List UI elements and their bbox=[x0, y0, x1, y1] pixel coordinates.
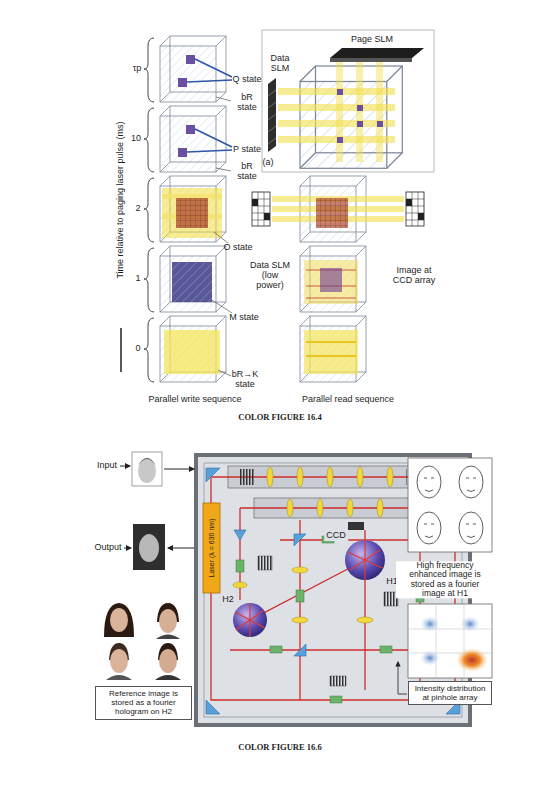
figure-caption: COLOR FIGURE 16.6 bbox=[238, 743, 321, 752]
slm-label: Data SLM bbox=[263, 54, 297, 74]
panel-letter: (a) bbox=[263, 158, 274, 168]
box-text: Reference image is stored as a fourier h… bbox=[99, 689, 188, 717]
component-label: H2 bbox=[220, 595, 236, 605]
tick-label: 1 bbox=[135, 274, 140, 284]
axis-title: Time relative to paging laser pulse (ms) bbox=[116, 121, 126, 278]
tick-label: 0 bbox=[135, 344, 140, 354]
state-label: Q state bbox=[232, 75, 262, 85]
state-label: bR state bbox=[232, 93, 262, 113]
state-label: bR→K state bbox=[230, 370, 260, 390]
ccd-label: Image at CCD array bbox=[391, 266, 437, 286]
io-label: Input bbox=[97, 461, 117, 471]
sequence-label: Parallel read sequence bbox=[302, 395, 394, 405]
annotation: High frequency enhanced image is stored … bbox=[396, 561, 494, 598]
note-box: Intensity distribution at pinhole array bbox=[408, 681, 492, 705]
io-label: Output bbox=[94, 543, 121, 553]
state-label: P state bbox=[232, 145, 262, 155]
box-text: Intensity distribution at pinhole array bbox=[412, 684, 488, 702]
slm-label: Data SLM (low power) bbox=[248, 261, 292, 291]
tick-label: 10 bbox=[131, 134, 141, 144]
state-label: O state bbox=[223, 243, 253, 253]
tick-label: τp bbox=[133, 64, 142, 74]
component-label: CCD bbox=[324, 531, 348, 541]
laser-label: Laser (λ = 630 nm) bbox=[208, 519, 216, 578]
sequence-label: Parallel write sequence bbox=[148, 395, 241, 405]
figure-caption: COLOR FIGURE 16.4 bbox=[238, 413, 321, 422]
slm-label: Page SLM bbox=[351, 35, 393, 45]
state-label: bR state bbox=[232, 162, 262, 182]
state-label: M state bbox=[229, 313, 259, 323]
tick-label: 2 bbox=[135, 204, 140, 214]
note-box: Reference image is stored as a fourier h… bbox=[95, 686, 192, 720]
